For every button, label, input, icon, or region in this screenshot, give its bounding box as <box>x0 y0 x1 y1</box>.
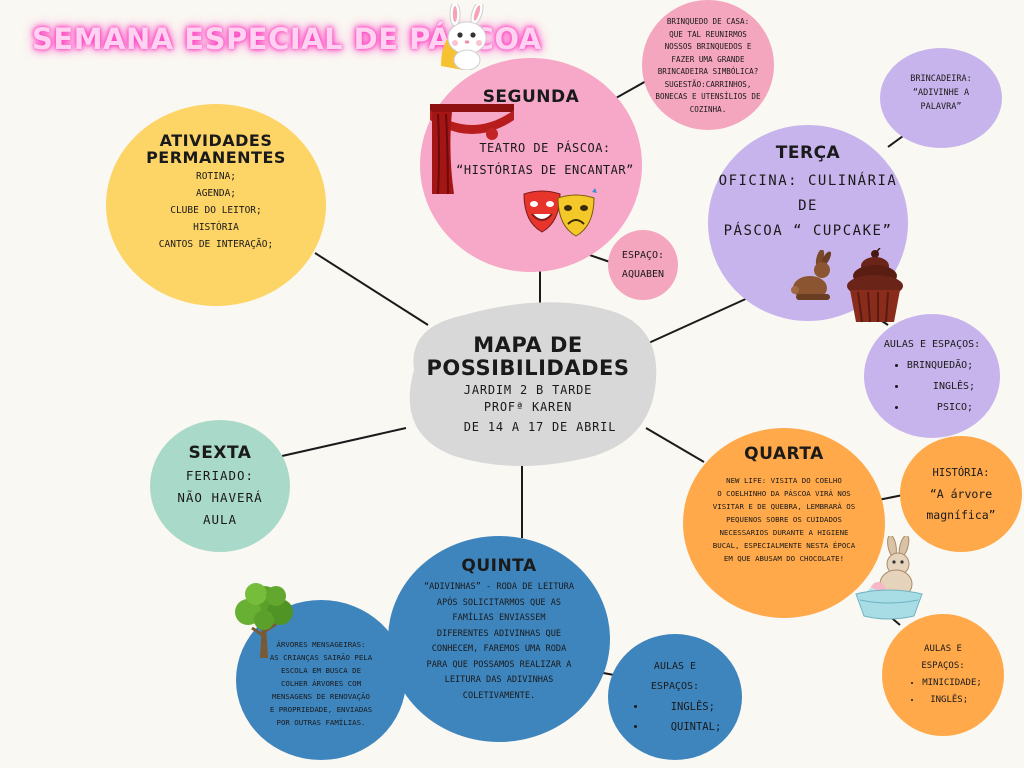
aulas-quinta-bubble: AULAS E ESPAÇOS: INGLÊS; QUINTAL; <box>608 634 742 760</box>
segunda-title: SEGUNDA <box>482 87 580 107</box>
quarta-bubble: QUARTA NEW LIFE: VISITA DO COELHO O COEL… <box>683 428 885 618</box>
quinta-text: “ADIVINHAS” - RODA DE LEITURA APÓS SOLIC… <box>423 582 575 701</box>
sexta-title: SEXTA <box>188 443 252 463</box>
brinquedo-bubble: BRINQUEDO DE CASA: QUE TAL REUNIRMOS NOS… <box>642 0 774 130</box>
historia-bubble: HISTÓRIA: “A árvore magnífica” <box>900 436 1022 552</box>
quarta-text: NEW LIFE: VISITA DO COELHO O COELHINHO D… <box>712 476 856 563</box>
center-info: JARDIM 2 B TARDE PROFª KAREN DE 14 A 17 … <box>463 383 617 434</box>
center-bubble: MAPA DE POSSIBILIDADES JARDIM 2 B TARDE … <box>400 306 656 464</box>
easter-bunny-basket-icon <box>855 536 923 620</box>
segunda-bubble: SEGUNDA TEATRO DE PÁSCOA: “HISTÓRIAS DE … <box>420 58 642 272</box>
theater-curtain-icon <box>430 104 514 195</box>
line-permanentes <box>314 252 429 326</box>
line-sexta <box>281 427 407 457</box>
permanentes-bubble: ATIVIDADES PERMANENTES ROTINA; AGENDA; C… <box>106 104 326 306</box>
terca-title: TERÇA <box>775 143 841 163</box>
terca-text: OFICINA: CULINÁRIA DE PÁSCOA “ CUPCAKE” <box>718 173 898 239</box>
tree-icon <box>235 583 293 658</box>
line-quarta <box>645 427 705 463</box>
permanentes-list: ROTINA; AGENDA; CLUBE DO LEITOR; HISTÓRI… <box>158 170 274 250</box>
aulas-terca-list: BRINQUEDÃO; INGLÊS; PSICO; <box>889 355 975 418</box>
quarta-title: QUARTA <box>744 444 824 464</box>
line-historia <box>877 494 904 501</box>
line-brinquedo <box>615 79 649 99</box>
center-blob <box>409 302 657 466</box>
espaco-bubble: ESPAÇO: AQUABEN <box>608 230 678 300</box>
line-brincadeira <box>887 135 904 148</box>
sexta-text: FERIADO: NÃO HAVERÁ AULA <box>177 468 263 527</box>
segunda-text: TEATRO DE PÁSCOA: “HISTÓRIAS DE ENCANTAR… <box>456 141 634 177</box>
chocolate-bunny-icon <box>791 250 832 300</box>
aulas-quarta-list: MINICIDADE; INGLÊS; <box>904 675 982 709</box>
aulas-quinta-list: INGLÊS; QUINTAL; <box>629 697 722 737</box>
aulas-terca-bubble: AULAS E ESPAÇOS: BRINQUEDÃO; INGLÊS; PSI… <box>864 314 1000 438</box>
line-terca <box>641 296 751 347</box>
quinta-bubble: QUINTA “ADIVINHAS” - RODA DE LEITURA APÓ… <box>388 536 610 742</box>
aulas-quarta-bubble: AULAS E ESPAÇOS: MINICIDADE; INGLÊS; <box>882 614 1004 736</box>
brincadeira-bubble: BRINCADEIRA: “ADIVINHE A PALAVRA” <box>880 48 1002 148</box>
cupcake-icon <box>847 248 903 323</box>
quinta-title: QUINTA <box>461 556 537 576</box>
bunny-peek-icon <box>441 4 487 70</box>
center-title: MAPA DE POSSIBILIDADES <box>426 333 630 380</box>
permanentes-title: ATIVIDADES PERMANENTES <box>146 130 286 167</box>
sexta-bubble: SEXTA FERIADO: NÃO HAVERÁ AULA <box>150 420 290 552</box>
theater-masks-icon <box>523 188 597 237</box>
